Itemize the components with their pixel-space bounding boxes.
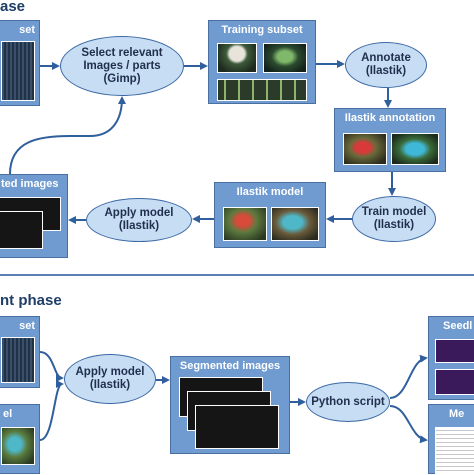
- training-subset-title: Training subset: [221, 24, 303, 36]
- model-image-2: [271, 207, 319, 241]
- training-segmented-image-front: [0, 211, 43, 249]
- arrow-python-to-seedling: [389, 354, 428, 399]
- training-image-strip: [217, 79, 307, 101]
- ilastik-model-title: Ilastik model: [236, 186, 304, 198]
- deployment-segmented-images-title: Segmented images: [179, 360, 281, 372]
- measurement-output-title: Me: [449, 408, 465, 420]
- python-script-node: Python script: [306, 382, 390, 422]
- python-script-label: Python script: [311, 395, 385, 408]
- training-segmented-images-box: ted images: [0, 174, 68, 258]
- arrow-model-to-apply: [39, 380, 64, 441]
- measurement-output-box: Me: [428, 404, 474, 475]
- source-image-set-title: set: [19, 24, 35, 36]
- deployment-apply-model-node: Apply model (Ilastik): [64, 354, 156, 404]
- training-subset-box: Training subset: [208, 20, 316, 104]
- seedling-plot-1: [435, 339, 474, 363]
- annotation-image-1: [343, 133, 387, 165]
- measurement-table: [435, 427, 474, 475]
- ilastik-annotation-title: Ilastik annotation: [344, 112, 436, 124]
- seedling-output-title: Seedl: [443, 320, 473, 332]
- source-image-thumbnail: [1, 41, 35, 101]
- deployment-apply-model-label: Apply model (Ilastik): [75, 366, 145, 391]
- annotate-label: Annotate (Ilastik): [361, 52, 411, 77]
- training-apply-model-node: Apply model (Ilastik): [86, 198, 192, 242]
- deployment-image-set-box: set: [0, 316, 40, 388]
- annotate-node: Annotate (Ilastik): [345, 42, 427, 88]
- deployment-image-thumbnail: [1, 337, 35, 383]
- arrow-segmented-back-to-select: [9, 96, 126, 175]
- training-segmented-images-title: ted images: [1, 178, 59, 190]
- training-image-2: [263, 43, 307, 73]
- deployment-image-set-title: set: [19, 320, 35, 332]
- annotation-image-2: [391, 133, 439, 165]
- arrow-python-to-measurement: [389, 405, 428, 444]
- phase-divider: [0, 274, 474, 276]
- deployment-model-box: el: [0, 404, 40, 474]
- ilastik-annotation-box: Ilastik annotation: [334, 108, 446, 172]
- ilastik-model-box: Ilastik model: [214, 182, 326, 248]
- source-image-set-box: set: [0, 20, 40, 106]
- select-relevant-images-label: Select relevant Images / parts (Gimp): [81, 46, 163, 85]
- seedling-output-box: Seedl: [428, 316, 474, 400]
- deployment-model-title: el: [3, 408, 13, 420]
- seedling-plot-2: [435, 369, 474, 395]
- training-apply-model-label: Apply model (Ilastik): [104, 207, 174, 232]
- deployment-segmented-images-box: Segmented images: [170, 356, 290, 454]
- deployment-phase-title: nt phase: [0, 292, 62, 309]
- model-image-1: [223, 207, 267, 241]
- deployment-model-thumbnail: [1, 427, 35, 465]
- arrow-image-set-to-apply: [39, 351, 64, 382]
- select-relevant-images-node: Select relevant Images / parts (Gimp): [60, 36, 184, 96]
- train-model-node: Train model (Ilastik): [352, 196, 436, 242]
- training-phase-title: ase: [0, 0, 26, 15]
- deployment-segmented-image-3: [195, 405, 279, 449]
- training-image-1: [217, 43, 257, 73]
- train-model-label: Train model (Ilastik): [361, 206, 427, 231]
